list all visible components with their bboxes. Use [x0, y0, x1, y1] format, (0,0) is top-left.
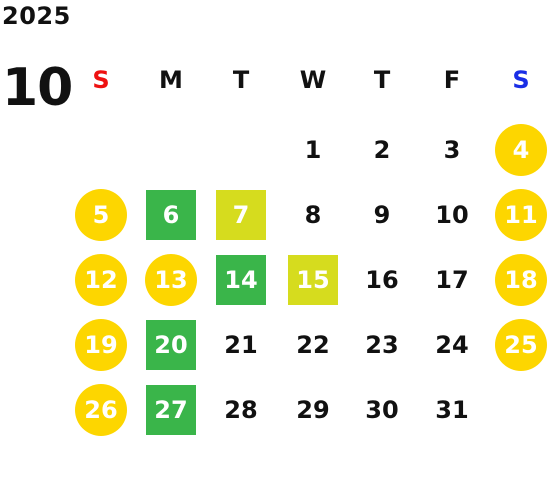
day-cell-29[interactable]: 29: [296, 396, 330, 424]
day-cell-18[interactable]: 18: [495, 254, 547, 306]
day-cell-23[interactable]: 23: [365, 331, 399, 359]
day-cell-13[interactable]: 13: [145, 254, 197, 306]
weekday-label-sun: S: [92, 66, 110, 94]
day-cell-2[interactable]: 2: [373, 136, 391, 164]
day-cell-12[interactable]: 12: [75, 254, 127, 306]
weekday-label-tue: T: [232, 66, 250, 94]
day-cell-4[interactable]: 4: [495, 124, 547, 176]
day-cell-7[interactable]: 7: [216, 190, 266, 240]
month-number: 10: [2, 58, 73, 118]
day-cell-11[interactable]: 11: [495, 189, 547, 241]
weekday-label-sat: S: [512, 66, 530, 94]
day-cell-10[interactable]: 10: [435, 201, 469, 229]
day-cell-6[interactable]: 6: [146, 190, 196, 240]
day-cell-27[interactable]: 27: [146, 385, 196, 435]
day-cell-26[interactable]: 26: [75, 384, 127, 436]
day-cell-30[interactable]: 30: [365, 396, 399, 424]
day-cell-21[interactable]: 21: [224, 331, 258, 359]
day-cell-8[interactable]: 8: [304, 201, 322, 229]
day-cell-14[interactable]: 14: [216, 255, 266, 305]
day-cell-28[interactable]: 28: [224, 396, 258, 424]
day-cell-9[interactable]: 9: [373, 201, 391, 229]
day-cell-15[interactable]: 15: [288, 255, 338, 305]
day-cell-1[interactable]: 1: [304, 136, 322, 164]
weekday-label-fri: F: [443, 66, 461, 94]
day-cell-19[interactable]: 19: [75, 319, 127, 371]
weekday-label-mon: M: [159, 66, 183, 94]
day-cell-22[interactable]: 22: [296, 331, 330, 359]
day-cell-24[interactable]: 24: [435, 331, 469, 359]
day-cell-16[interactable]: 16: [365, 266, 399, 294]
day-cell-17[interactable]: 17: [435, 266, 469, 294]
day-cell-5[interactable]: 5: [75, 189, 127, 241]
year-label: 2025: [2, 2, 71, 30]
weekday-label-wed: W: [299, 66, 327, 94]
day-cell-25[interactable]: 25: [495, 319, 547, 371]
day-cell-31[interactable]: 31: [435, 396, 469, 424]
weekday-label-thu: T: [373, 66, 391, 94]
day-cell-20[interactable]: 20: [146, 320, 196, 370]
day-cell-3[interactable]: 3: [443, 136, 461, 164]
